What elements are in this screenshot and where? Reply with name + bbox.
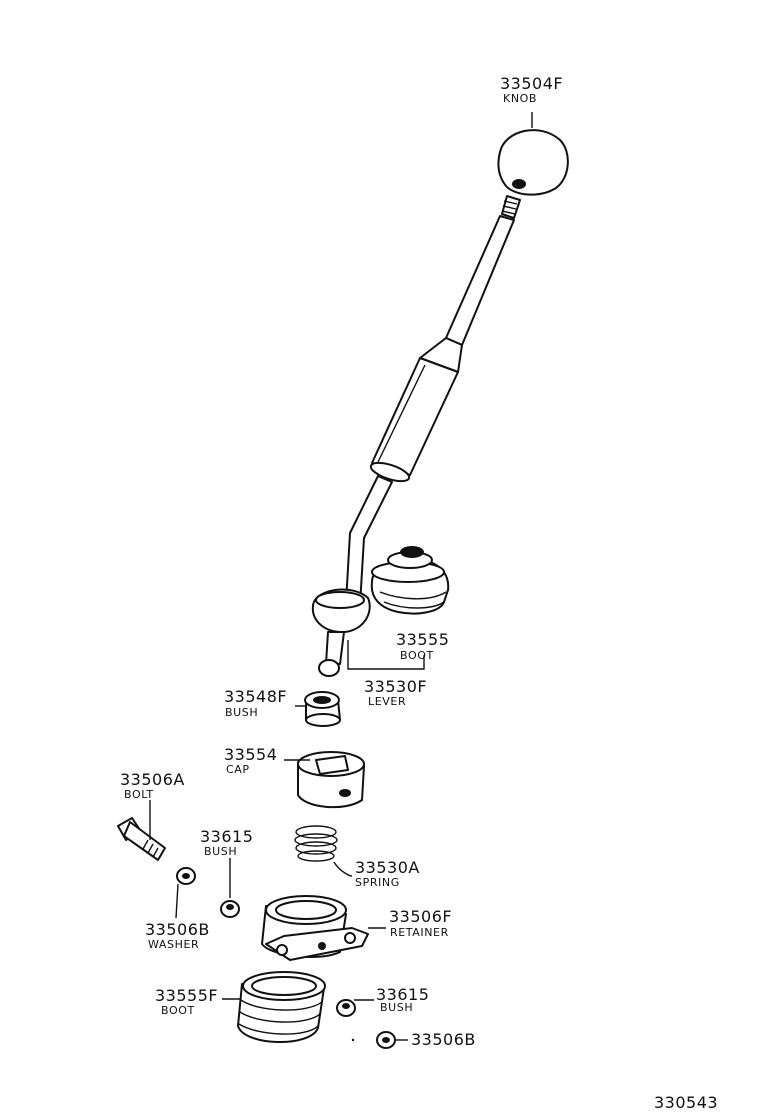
bush-upper-part-number: 33548F bbox=[224, 687, 288, 706]
bush-mid-part-number: 33615 bbox=[200, 827, 254, 846]
cap-drawing bbox=[284, 751, 365, 809]
boot-lower-part-number: 33555F bbox=[155, 986, 219, 1005]
bolt-part-number: 33506A bbox=[120, 770, 185, 789]
retainer-part-name: RETAINER bbox=[390, 926, 449, 939]
boot-lower-part-name: BOOT bbox=[161, 1004, 195, 1017]
cap-part-number: 33554 bbox=[224, 745, 278, 764]
washer-lower-part-number: 33506B bbox=[411, 1030, 476, 1049]
washer-part-name: WASHER bbox=[148, 938, 200, 951]
knob-part-name: KNOB bbox=[503, 92, 538, 105]
washer-part-number: 33506B bbox=[145, 920, 210, 939]
bush-lower-part-name: BUSH bbox=[380, 1001, 414, 1014]
knob-part-number: 33504F bbox=[500, 74, 564, 93]
knob-drawing bbox=[497, 112, 569, 196]
bush-mid-drawing bbox=[220, 858, 240, 918]
lever-drawing bbox=[311, 195, 521, 677]
boot-upper-part-number: 33555 bbox=[396, 630, 450, 649]
spring-drawing bbox=[294, 825, 353, 877]
bolt-drawing bbox=[117, 800, 166, 861]
lever-part-name: LEVER bbox=[368, 695, 407, 708]
bush-lower-part-number: 33615 bbox=[376, 985, 430, 1004]
boot-upper-part-name: BOOT bbox=[400, 649, 434, 662]
bush-upper-drawing bbox=[295, 691, 341, 727]
lever-part-number: 33530F bbox=[364, 677, 428, 696]
cap-part-name: CAP bbox=[226, 763, 250, 776]
diagram-id: 330543 bbox=[654, 1093, 719, 1112]
spring-part-name: SPRING bbox=[355, 876, 400, 889]
bush-upper-part-name: BUSH bbox=[225, 706, 259, 719]
washer-drawing bbox=[175, 867, 196, 919]
washer-lower-drawing bbox=[351, 1031, 408, 1049]
spring-part-number: 33530A bbox=[355, 858, 420, 877]
boot-lower-drawing bbox=[222, 971, 326, 1044]
boot-upper-drawing bbox=[370, 546, 450, 615]
retainer-drawing bbox=[261, 895, 386, 961]
bush-mid-part-name: BUSH bbox=[204, 845, 238, 858]
bush-lower-drawing bbox=[336, 999, 374, 1017]
retainer-part-number: 33506F bbox=[389, 907, 453, 926]
bolt-part-name: BOLT bbox=[124, 788, 154, 801]
